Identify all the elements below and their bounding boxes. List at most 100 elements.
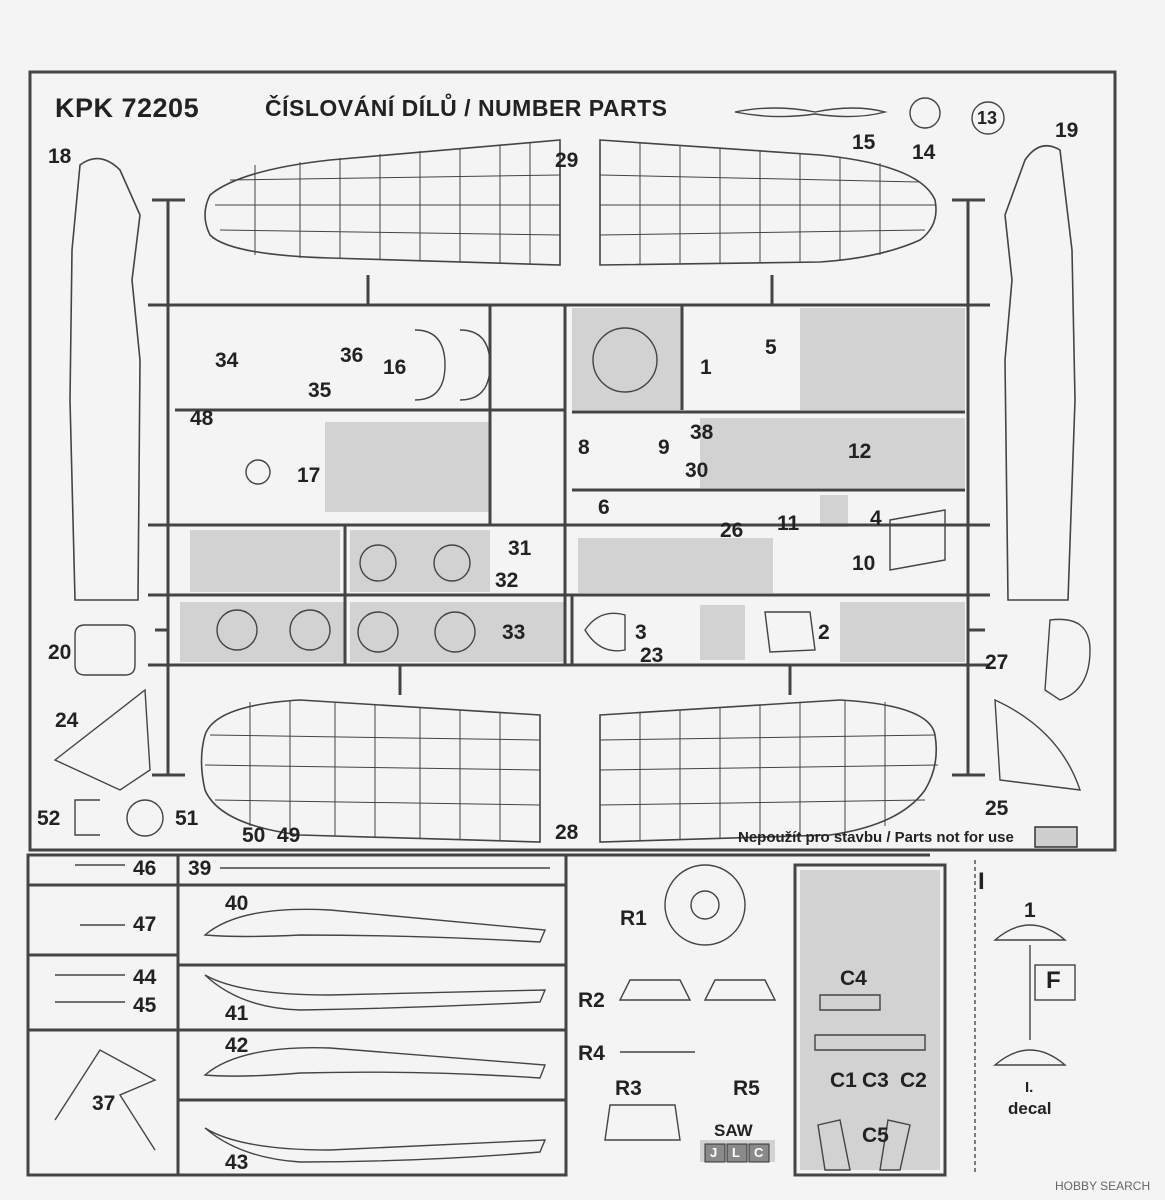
part-17-gear (245, 459, 271, 485)
not-for-use-panels (180, 308, 965, 1170)
part-40-spar (203, 908, 547, 943)
decal-roman: I (978, 868, 985, 895)
part-label: 1 (700, 356, 712, 379)
part-label: 40 (225, 892, 249, 915)
part-label: 42 (225, 1034, 249, 1057)
part-label: 18 (48, 145, 72, 168)
shaded-panel (350, 602, 565, 662)
part-R1-engine-hub (690, 890, 720, 920)
part-label: 41 (225, 1002, 249, 1025)
part-label: 16 (383, 356, 407, 379)
part-label: 12 (848, 440, 872, 463)
part-label: 20 (48, 641, 72, 664)
part-label: 19 (1055, 119, 1079, 142)
part-label: 29 (555, 149, 579, 172)
part-18-fuselage (69, 157, 141, 601)
part-13-badge (971, 101, 1005, 135)
part-label: 51 (175, 807, 199, 830)
part-label: 38 (690, 421, 714, 444)
part-C2-canopy (879, 1119, 911, 1171)
decal-caption-2: decal (1008, 1099, 1052, 1118)
shaded-panel (578, 538, 773, 593)
part-3-cowl (584, 612, 626, 652)
part-label: 47 (133, 913, 157, 936)
part-label: 15 (852, 131, 876, 154)
saw-box-c: C (754, 1145, 764, 1160)
part-label: 5 (765, 336, 777, 359)
part-label: R2 (578, 989, 605, 1012)
sprue-frame-lower (26, 853, 568, 1177)
part-label: 48 (190, 407, 214, 430)
legend-swatch (1034, 826, 1078, 848)
part-C4-canopy (819, 994, 881, 1011)
part-label: 11 (777, 512, 800, 535)
decal-part: 1 (1024, 899, 1036, 922)
saw-label: SAW (714, 1121, 753, 1140)
saw-box-j: J (710, 1145, 718, 1160)
watermark: HOBBY SEARCH (1055, 1179, 1151, 1193)
wheel (289, 609, 331, 651)
legend-text: Nepoužít pro stavbu / Parts not for use (738, 829, 1014, 846)
part-16-panel (459, 329, 491, 401)
part-15-propeller (734, 107, 888, 118)
part-R3-seat (604, 1104, 681, 1141)
part-label: 8 (578, 436, 590, 459)
part-label: 30 (685, 459, 709, 482)
part-label: 23 (640, 644, 664, 667)
part-label: 14 (912, 141, 936, 164)
part-label: C1 (830, 1069, 857, 1092)
wheel (216, 609, 258, 651)
part-R2-block (618, 979, 692, 1001)
part-label: 6 (598, 496, 610, 519)
part-label: C3 (862, 1069, 889, 1092)
decal-panel-bottom (993, 1049, 1067, 1066)
part-label: 39 (188, 857, 212, 880)
sprue-runners (148, 198, 990, 777)
part-label: 35 (308, 379, 332, 402)
kit-code: KPK 72205 (55, 93, 200, 123)
part-19-fuselage (1004, 144, 1076, 601)
shaded-panel (180, 602, 345, 662)
sprue-frame-main (28, 70, 1117, 852)
part-label: 13 (977, 108, 998, 128)
part-label: 4 (870, 507, 882, 530)
part-label: 26 (720, 519, 744, 542)
part-37-strut (54, 1049, 157, 1151)
part-C1-canopy (817, 1119, 851, 1171)
part-label: R4 (578, 1042, 605, 1065)
part-label: 52 (37, 807, 61, 830)
decal-letter: F (1046, 967, 1061, 994)
part-label: C4 (840, 967, 867, 990)
part-41-spar (204, 974, 547, 1011)
wheel (433, 544, 471, 582)
shaded-panel (840, 602, 965, 662)
part-16-panel (414, 329, 446, 401)
part-4-door (889, 509, 946, 571)
part-label: 49 (277, 824, 301, 847)
part-label: 46 (133, 857, 157, 880)
part-label: R5 (733, 1077, 760, 1100)
part-label: 43 (225, 1151, 249, 1174)
part-label: 32 (495, 569, 519, 592)
page-title: ČÍSLOVÁNÍ DÍLŮ / NUMBER PARTS (265, 95, 668, 121)
part-20-panel (74, 624, 136, 676)
part-14-fan (909, 97, 941, 129)
decal-panel-top (993, 924, 1067, 941)
part-label: C5 (862, 1124, 889, 1147)
decal-letter-box (1034, 964, 1076, 1001)
part-label: 44 (133, 966, 157, 989)
part-R1-engine (664, 864, 746, 946)
part-label: 2 (818, 621, 830, 644)
part-51-ring (126, 799, 164, 837)
fuselage-halves (69, 144, 1076, 601)
part-28-lower-wing (200, 699, 939, 843)
part-label: 3 (635, 621, 647, 644)
tail-surfaces (53, 618, 1091, 837)
part-R2-block (703, 979, 777, 1001)
part-label: 28 (555, 821, 579, 844)
shaded-panel (325, 422, 490, 512)
part-2-plate (764, 611, 816, 653)
part-label: R1 (620, 907, 647, 930)
wheel (359, 544, 397, 582)
